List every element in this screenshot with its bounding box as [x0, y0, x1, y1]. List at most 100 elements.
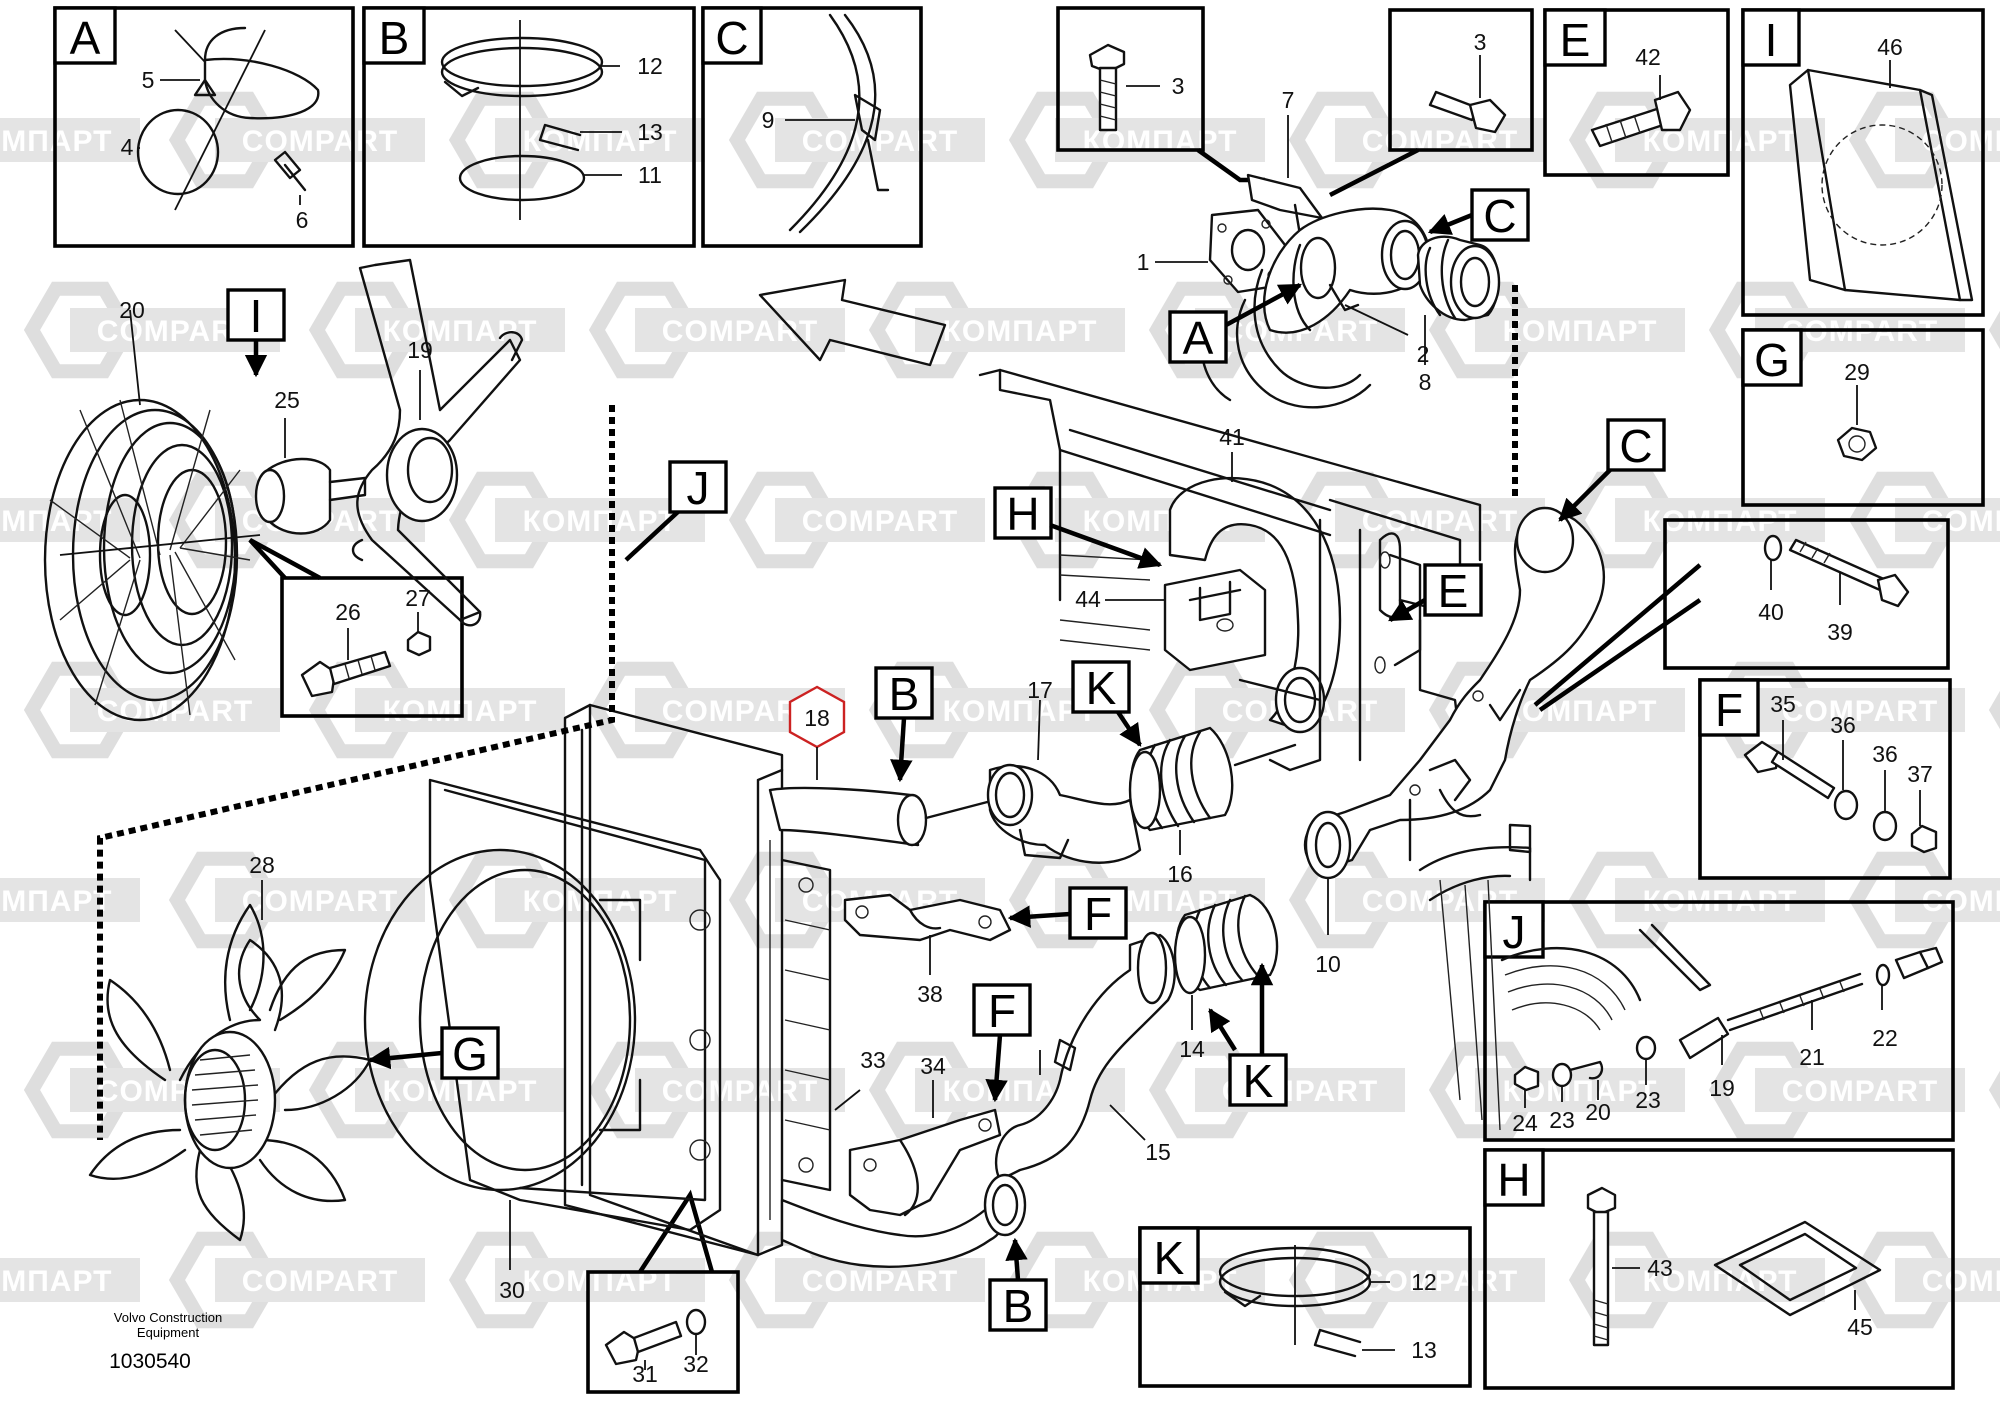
watermark-text: COMPART [802, 125, 958, 158]
detail-box-h: H 43 45 [1483, 1148, 1955, 1390]
flange-gasket-icon [1155, 208, 1287, 294]
watermark-text: КОМПАРТ [523, 505, 678, 538]
label-30: 30 [499, 1277, 525, 1303]
callout-letter-a: A [1183, 312, 1214, 364]
callout-letter-b: B [1003, 1280, 1034, 1332]
watermark-band [0, 118, 140, 162]
flange-bolt-icon [1590, 90, 1692, 148]
box-letter-b: B [379, 12, 410, 64]
main-assembly: 18 [43, 87, 1666, 1332]
watermark-text: КОМПАРТ [943, 695, 1098, 728]
label-39: 39 [1827, 619, 1853, 645]
lead-33 [834, 1089, 861, 1111]
fan-bracket-icon [351, 258, 524, 627]
fan-guard-icon [43, 309, 261, 722]
callout-letter-h: H [1006, 488, 1039, 540]
bolt-icon [1743, 740, 1836, 800]
label-37: 37 [1907, 761, 1933, 787]
clamp-icon [174, 26, 320, 211]
label-26: 26 [335, 599, 361, 625]
label-9: 9 [762, 107, 775, 133]
label-13: 13 [1411, 1337, 1437, 1363]
watermark-text: COMPART [662, 1075, 818, 1108]
label-35: 35 [1770, 691, 1796, 717]
callout-letter-b: B [889, 668, 920, 720]
direction-arrow-icon [758, 278, 947, 367]
label-8: 8 [1419, 369, 1432, 395]
bolt-icon [1313, 1328, 1362, 1358]
label-40: 40 [1758, 599, 1784, 625]
label-3: 3 [1474, 29, 1487, 55]
watermark-band [0, 498, 140, 542]
watermark-band [215, 1258, 425, 1302]
watermark-band [495, 118, 705, 162]
label-41: 41 [1219, 424, 1245, 450]
box-letter-e: E [1560, 14, 1591, 66]
clamp-icon [788, 13, 890, 234]
label-36: 36 [1830, 712, 1856, 738]
detail-box-bolt-3b: 3 [1328, 8, 1534, 198]
box-letter-f: F [1715, 684, 1743, 736]
label-42: 42 [1635, 44, 1661, 70]
label-12: 12 [1411, 1269, 1437, 1295]
watermark-band [1755, 688, 1965, 732]
spacer-stud-icon [1678, 972, 1864, 1060]
label-23: 23 [1635, 1087, 1661, 1113]
nut-icon [1836, 426, 1878, 462]
watermark-text: КОМПАРТ [0, 885, 112, 918]
fan-shroud-icon [1788, 68, 1974, 302]
screw-icon [300, 650, 392, 698]
watermark-band [1475, 1068, 1685, 1112]
watermark-band [495, 1258, 705, 1302]
outlet-pipe-icon [1303, 506, 1605, 935]
intake-pipe-upper-icon [768, 786, 997, 847]
washer-icon [685, 1308, 707, 1336]
clamp-band-icon [440, 46, 604, 98]
label-18: 18 [804, 705, 830, 731]
label-38: 38 [917, 981, 943, 1007]
label-10: 10 [1315, 951, 1341, 977]
watermark-band [1615, 878, 1825, 922]
label-19: 19 [407, 337, 433, 363]
label-11: 11 [638, 162, 662, 188]
label-16: 16 [1167, 861, 1193, 887]
label-15: 15 [1145, 1139, 1171, 1165]
detail-box-f: F 35 36 36 37 [1698, 678, 1952, 880]
label-13: 13 [637, 119, 663, 145]
watermark-text: COMPART [242, 885, 398, 918]
label-5: 5 [142, 67, 155, 93]
watermark-band [355, 308, 565, 352]
label-14: 14 [1179, 1036, 1205, 1062]
clamp-a-icon [1299, 236, 1337, 300]
label-36: 36 [1872, 741, 1898, 767]
watermark-text: КОМПАРТ [0, 505, 112, 538]
detail-box-screw-26-27: 26 27 [248, 538, 464, 718]
bracket-38-icon [843, 893, 1012, 975]
washer-icon [1872, 810, 1898, 842]
label-33: 33 [860, 1047, 886, 1073]
part-number-labels: 20 19 25 28 30 17 16 41 44 7 1 2 8 10 14… [119, 87, 1431, 1303]
label-6: 6 [296, 207, 309, 233]
o-ring-icon [458, 154, 586, 202]
watermark-layer: КОМПАРТ COMPART КОМПАРТ COMPART КОМПАРТ COMPA… [0, 91, 2000, 1329]
callout-letter-f: F [988, 985, 1016, 1037]
flange-bolt-icon [1088, 43, 1126, 132]
detail-box-i: I 46 [1741, 8, 1985, 317]
label-34: 34 [920, 1053, 946, 1079]
watermark-text: КОМПАРТ [523, 1265, 678, 1298]
bolt-icon [1788, 538, 1910, 608]
detail-box-c: C 9 [701, 6, 923, 248]
label-7: 7 [1282, 87, 1295, 113]
watermark-text: COMPART [802, 505, 958, 538]
watermark-text: COMPART [1922, 125, 2000, 158]
watermark-text: COMPART [242, 1265, 398, 1298]
callout-letter-i: I [250, 290, 263, 342]
box-letter-a: A [70, 12, 101, 64]
label-29: 29 [1844, 359, 1870, 385]
watermark-text: COMPART [97, 695, 253, 728]
fan-motor-icon [254, 418, 367, 535]
label-31: 31 [632, 1361, 658, 1387]
brand-line-1: Volvo Construction [114, 1310, 222, 1325]
watermark-band [1335, 118, 1545, 162]
